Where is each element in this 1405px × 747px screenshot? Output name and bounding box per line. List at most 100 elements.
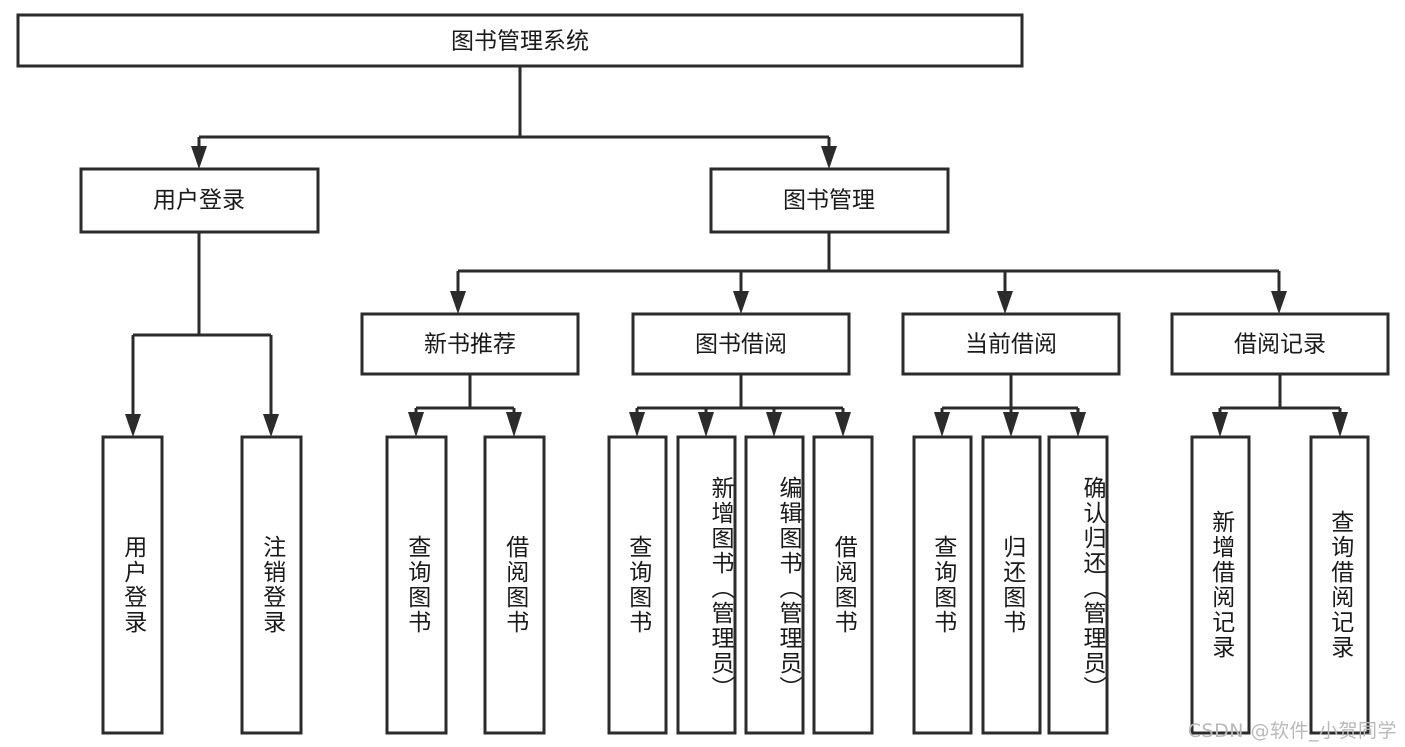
- node-label: 注销登录: [258, 535, 285, 635]
- node-label-wrap: 查询借阅记录: [1326, 510, 1353, 660]
- node-label: 归还图书: [998, 535, 1025, 635]
- node-label: 编辑图书（管理员）: [775, 475, 801, 701]
- node-label: 新书推荐: [424, 332, 516, 358]
- node-label: 图书管理系统: [451, 29, 589, 55]
- node-label: 确认归还（管理员）: [1079, 475, 1105, 701]
- edge-bookmgmt-to-level3: [450, 232, 1287, 314]
- node-leaf-add-borrow-record[interactable]: 新增借阅记录: [1190, 435, 1251, 735]
- arrowhead-icon: [733, 291, 749, 314]
- node-label-wrap: 借阅图书: [830, 535, 857, 635]
- arrowhead-icon: [821, 146, 837, 169]
- arrowhead-icon: [835, 412, 851, 437]
- node-leaf-query-book-2[interactable]: 查询图书: [607, 435, 668, 735]
- edge-history-to-leaves: [1212, 374, 1348, 437]
- node-label: 借阅记录: [1234, 332, 1326, 358]
- node-label-wrap: 查询图书: [929, 535, 956, 635]
- node-label: 查询借阅记录: [1326, 510, 1353, 660]
- edge-newrec-to-leaves: [408, 374, 522, 437]
- arrowhead-icon: [450, 291, 466, 314]
- node-current-borrow[interactable]: 当前借阅: [901, 312, 1121, 376]
- node-label: 查询图书: [929, 535, 956, 635]
- arrowhead-icon: [1332, 412, 1348, 437]
- edge-borrow-to-leaves: [629, 374, 851, 437]
- node-label: 图书管理: [783, 188, 875, 214]
- node-label-wrap: 编辑图书（管理员）: [775, 475, 801, 701]
- node-label-wrap: 查询图书: [403, 535, 430, 635]
- node-box[interactable]: [385, 435, 448, 735]
- node-label: 用户登录: [119, 535, 146, 635]
- node-leaf-return-book[interactable]: 归还图书: [981, 435, 1042, 735]
- node-box[interactable]: [483, 435, 546, 735]
- arrowhead-icon: [698, 412, 714, 437]
- node-label: 查询图书: [624, 535, 651, 635]
- node-box[interactable]: [981, 435, 1042, 735]
- edge-userlogin-to-leaves: [125, 232, 279, 437]
- arrowhead-icon: [191, 146, 207, 169]
- node-box[interactable]: [1309, 435, 1370, 735]
- arrowhead-icon: [997, 291, 1013, 314]
- edge-current-to-leaves: [934, 374, 1086, 437]
- node-box[interactable]: [812, 435, 874, 735]
- node-layer: 图书管理系统 用户登录 图书管理 新书推荐 图书借阅 当前: [16, 13, 1390, 735]
- node-box[interactable]: [676, 435, 737, 735]
- node-leaf-edit-book-admin[interactable]: 编辑图书（管理员）: [744, 435, 805, 735]
- node-leaf-query-book-3[interactable]: 查询图书: [912, 435, 973, 735]
- node-label: 新增图书（管理员）: [707, 475, 733, 701]
- node-borrow-history[interactable]: 借阅记录: [1170, 312, 1390, 376]
- node-label-wrap: 新增图书（管理员）: [707, 475, 733, 701]
- node-user-login[interactable]: 用户登录: [79, 167, 320, 234]
- node-label-wrap: 归还图书: [998, 535, 1025, 635]
- arrowhead-icon: [125, 414, 141, 437]
- node-label: 查询图书: [403, 535, 430, 635]
- node-label: 当前借阅: [965, 332, 1057, 358]
- node-box[interactable]: [1047, 435, 1109, 735]
- node-leaf-user-login[interactable]: 用户登录: [101, 435, 164, 735]
- arrowhead-icon: [1003, 412, 1019, 437]
- arrowhead-icon: [408, 412, 424, 437]
- node-box[interactable]: [744, 435, 805, 735]
- node-leaf-logout[interactable]: 注销登录: [240, 435, 303, 735]
- node-label: 图书借阅: [695, 332, 787, 358]
- node-label: 借阅图书: [830, 535, 857, 635]
- node-box[interactable]: [101, 435, 164, 735]
- edge-layer: [125, 66, 1348, 437]
- node-box[interactable]: [1190, 435, 1251, 735]
- node-box[interactable]: [360, 312, 580, 376]
- node-box[interactable]: [16, 13, 1024, 68]
- node-label-wrap: 借阅图书: [502, 535, 528, 635]
- arrowhead-icon: [629, 412, 645, 437]
- node-leaf-borrow-book-2[interactable]: 借阅图书: [812, 435, 874, 735]
- arrowhead-icon: [263, 414, 279, 437]
- node-box[interactable]: [912, 435, 973, 735]
- arrowhead-icon: [766, 412, 782, 437]
- node-label-wrap: 注销登录: [258, 535, 285, 635]
- node-leaf-query-book-1[interactable]: 查询图书: [385, 435, 448, 735]
- node-box[interactable]: [1170, 312, 1390, 376]
- arrowhead-icon: [1070, 412, 1086, 437]
- node-leaf-add-book-admin[interactable]: 新增图书（管理员）: [676, 435, 737, 735]
- node-box[interactable]: [240, 435, 303, 735]
- node-root[interactable]: 图书管理系统: [16, 13, 1024, 68]
- node-book-borrow[interactable]: 图书借阅: [631, 312, 851, 376]
- node-box[interactable]: [901, 312, 1121, 376]
- node-label-wrap: 用户登录: [119, 535, 146, 635]
- node-leaf-confirm-return-admin[interactable]: 确认归还（管理员）: [1047, 435, 1109, 735]
- node-new-book-recommend[interactable]: 新书推荐: [360, 312, 580, 376]
- arrowhead-icon: [1212, 412, 1228, 437]
- node-label-wrap: 查询图书: [624, 535, 651, 635]
- node-box[interactable]: [709, 167, 950, 234]
- node-box[interactable]: [79, 167, 320, 234]
- node-box[interactable]: [607, 435, 668, 735]
- node-leaf-query-borrow-record[interactable]: 查询借阅记录: [1309, 435, 1370, 735]
- node-box[interactable]: [631, 312, 851, 376]
- node-label-wrap: 确认归还（管理员）: [1079, 475, 1105, 701]
- edge-root-to-level2: [191, 66, 837, 169]
- node-label-wrap: 新增借阅记录: [1208, 510, 1234, 660]
- node-label: 用户登录: [153, 188, 245, 214]
- node-book-management[interactable]: 图书管理: [709, 167, 950, 234]
- arrowhead-icon: [506, 412, 522, 437]
- node-leaf-borrow-book-1[interactable]: 借阅图书: [483, 435, 546, 735]
- arrowhead-icon: [934, 412, 950, 437]
